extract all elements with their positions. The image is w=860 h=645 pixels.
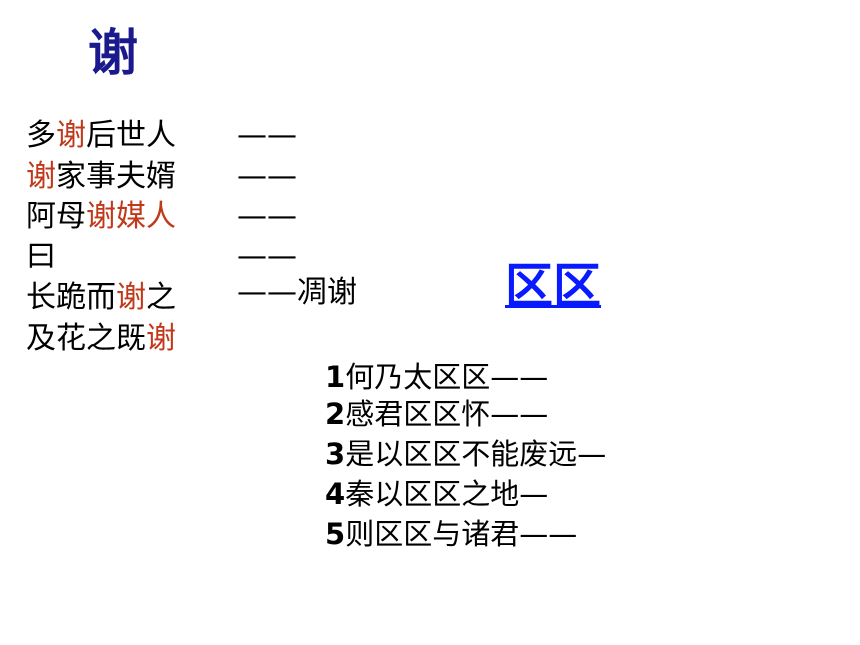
- ququ-line-3: 3是以区区不能废远—: [325, 440, 606, 469]
- item-text: 何乃太区区——: [345, 360, 549, 394]
- xie-line-5-dash: ——凋谢: [237, 275, 357, 310]
- xie-line-5: 长跪而谢之: [26, 283, 176, 313]
- xie-line-3: 阿母谢媒人: [26, 202, 176, 232]
- highlight-text: 谢: [146, 321, 176, 356]
- ququ-heading: 区区: [505, 258, 602, 314]
- item-number: 1: [325, 360, 346, 394]
- line-text: 长跪而: [26, 280, 116, 315]
- ququ-line-4: 4秦以区区之地—: [325, 480, 548, 509]
- xie-line-3-dash: ——: [237, 199, 297, 234]
- slide-title: 谢: [88, 24, 138, 82]
- highlight-text: 谢媒人: [86, 199, 176, 234]
- line-text: 曰: [26, 239, 56, 274]
- xie-line-2-dash: ——: [237, 159, 297, 194]
- line-text: 后世人: [86, 118, 176, 153]
- xie-line-6: 及花之既谢: [26, 324, 176, 354]
- xie-line-1-dash: ——: [237, 118, 297, 153]
- line-text: 之: [146, 280, 176, 315]
- highlight-text: 谢: [56, 118, 86, 153]
- item-text: 是以区区不能废远—: [345, 437, 607, 471]
- item-number: 2: [325, 397, 346, 431]
- line-text: 家事夫婿: [56, 159, 176, 194]
- xie-line-2: 谢家事夫婿: [26, 162, 176, 192]
- ququ-line-5: 5则区区与诸君——: [325, 520, 577, 549]
- xie-line-1: 多谢后世人: [26, 121, 176, 151]
- xie-line-4-dash: ——: [237, 239, 297, 274]
- line-text: 阿母: [26, 199, 86, 234]
- item-number: 3: [325, 437, 346, 471]
- item-number: 5: [325, 517, 346, 551]
- line-text: 及花之既: [26, 321, 146, 356]
- item-text: 则区区与诸君——: [345, 517, 578, 551]
- item-text: 感君区区怀——: [345, 397, 549, 431]
- xie-line-4: 曰: [26, 242, 56, 272]
- line-text: 多: [26, 118, 56, 153]
- highlight-text: 谢: [26, 159, 56, 194]
- item-number: 4: [325, 477, 346, 511]
- ququ-line-2: 2感君区区怀——: [325, 400, 548, 429]
- item-text: 秦以区区之地—: [345, 477, 549, 511]
- ququ-line-1: 1何乃太区区——: [325, 363, 548, 392]
- highlight-text: 谢: [116, 280, 146, 315]
